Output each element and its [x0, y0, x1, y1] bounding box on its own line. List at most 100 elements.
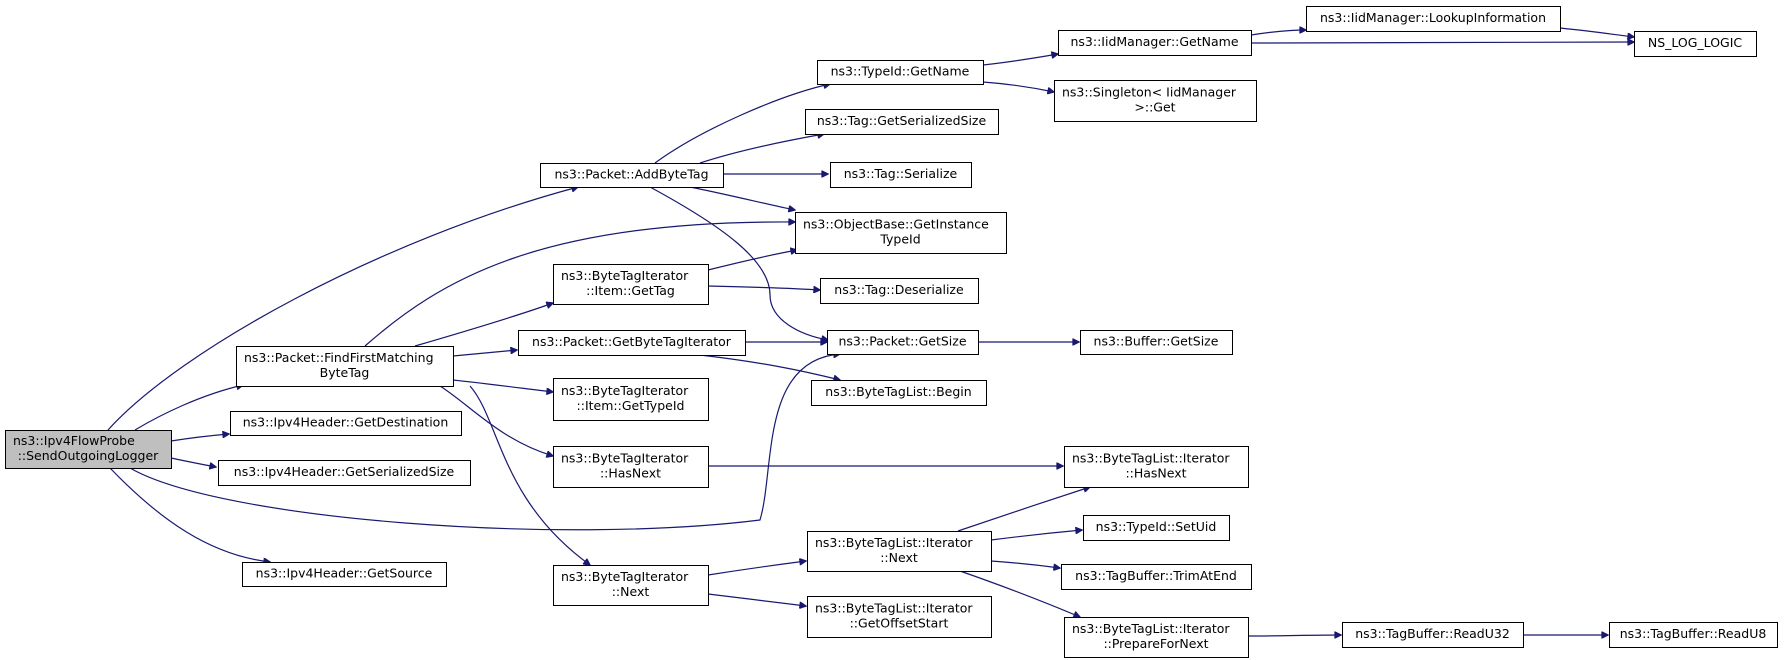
node-label: ns3::ByteTagIterator: [561, 569, 689, 584]
node-label: ::SendOutgoingLogger: [18, 448, 159, 463]
node-box: [1609, 622, 1778, 648]
node-tag_serialize[interactable]: ns3::Tag::Serialize: [830, 162, 972, 188]
edge-bti_next-to-btli_offset: [707, 593, 806, 606]
node-btli_offset[interactable]: ns3::ByteTagList::Iterator::GetOffsetSta…: [807, 596, 992, 638]
edge-findfirst-to-bti_hasnext: [439, 385, 553, 456]
node-label: ::HasNext: [600, 466, 661, 481]
node-label: ns3::Ipv4Header::GetSource: [256, 566, 433, 581]
edge-addbytetag-to-tag_getser: [699, 134, 824, 164]
edge-root-to-addbytetag: [107, 187, 578, 431]
edge-root-to-getsource: [109, 467, 270, 562]
edge-typeid_getname-to-iid_getname: [982, 54, 1058, 66]
node-label: ::PrepareForNext: [1103, 636, 1208, 651]
node-btli_prepare[interactable]: ns3::ByteTagList::Iterator::PrepareForNe…: [1064, 617, 1249, 658]
node-label: ns3::ByteTagList::Iterator: [815, 535, 973, 550]
node-label: ns3::TypeId::GetName: [831, 64, 970, 79]
node-singleton[interactable]: ns3::Singleton< IidManager>::Get: [1054, 80, 1257, 122]
edge-findfirst-to-bti_next: [469, 385, 590, 565]
node-label: ns3::IidManager::GetName: [1070, 34, 1238, 49]
node-btl_begin[interactable]: ns3::ByteTagList::Begin: [811, 380, 987, 406]
edge-getbytetagit-to-btl_begin: [699, 354, 840, 380]
node-label: ns3::Packet::AddByteTag: [554, 167, 708, 182]
node-getsersize[interactable]: ns3::Ipv4Header::GetSerializedSize: [218, 460, 471, 486]
node-btli_hasnext[interactable]: ns3::ByteTagList::Iterator::HasNext: [1064, 446, 1249, 488]
node-btli_next[interactable]: ns3::ByteTagList::Iterator::Next: [807, 531, 992, 572]
edge-iid_getname-to-iid_lookup: [1250, 30, 1306, 36]
edge-root-to-getsersize: [170, 457, 216, 467]
node-typeid_setuid[interactable]: ns3::TypeId::SetUid: [1083, 515, 1230, 541]
node-root[interactable]: ns3::Ipv4FlowProbe::SendOutgoingLogger: [5, 430, 172, 469]
node-box: [795, 212, 1007, 254]
node-box: [1342, 622, 1524, 648]
node-label: ns3::ByteTagIterator: [561, 383, 689, 398]
node-label: ByteTag: [320, 365, 370, 380]
edge-root-to-findfirst: [134, 385, 243, 431]
node-label: ns3::TagBuffer::ReadU8: [1620, 626, 1767, 641]
edge-btli_next-to-btli_hasnext: [957, 487, 1090, 532]
node-tagbuf_trim[interactable]: ns3::TagBuffer::TrimAtEnd: [1061, 564, 1252, 590]
node-box: [553, 446, 709, 488]
node-label: ns3::ByteTagList::Iterator: [1072, 451, 1230, 466]
node-box: [1080, 330, 1233, 355]
node-tagbuf_u8[interactable]: ns3::TagBuffer::ReadU8: [1609, 622, 1778, 648]
node-tag_getser[interactable]: ns3::Tag::GetSerializedSize: [805, 109, 999, 135]
node-label: NS_LOG_LOGIC: [1648, 35, 1743, 50]
node-getsource[interactable]: ns3::Ipv4Header::GetSource: [242, 562, 447, 587]
node-box: [1058, 30, 1252, 56]
node-label: ns3::Ipv4FlowProbe: [13, 433, 135, 448]
node-tag_deser[interactable]: ns3::Tag::Deserialize: [820, 278, 979, 304]
node-label: ns3::IidManager::LookupInformation: [1320, 10, 1546, 25]
node-typeid_getname[interactable]: ns3::TypeId::GetName: [817, 60, 984, 85]
edge-iid_getname-to-ns_log: [1250, 42, 1634, 43]
node-box: [553, 565, 709, 606]
node-getdest[interactable]: ns3::Ipv4Header::GetDestination: [230, 411, 462, 436]
node-item_gettag[interactable]: ns3::ByteTagIterator::Item::GetTag: [553, 264, 709, 305]
node-box: [805, 109, 999, 135]
edge-typeid_getname-to-singleton: [982, 81, 1054, 92]
node-item_gettypeid[interactable]: ns3::ByteTagIterator::Item::GetTypeId: [553, 378, 709, 421]
edge-addbytetag-to-pkt_getsize: [649, 186, 828, 340]
node-bti_hasnext[interactable]: ns3::ByteTagIterator::HasNext: [553, 446, 709, 488]
node-label: ns3::ByteTagIterator: [561, 451, 689, 466]
node-pkt_getsize[interactable]: ns3::Packet::GetSize: [827, 330, 979, 355]
edges-layer: [107, 27, 1634, 636]
node-bti_next[interactable]: ns3::ByteTagIterator::Next: [553, 565, 709, 606]
node-box: [817, 60, 984, 85]
node-label: ns3::Tag::Serialize: [844, 166, 958, 181]
node-label: ::Item::GetTypeId: [577, 398, 685, 413]
node-iid_lookup[interactable]: ns3::IidManager::LookupInformation: [1306, 6, 1561, 32]
edge-item_gettag-to-tag_deser: [707, 285, 820, 290]
node-label: ns3::TypeId::SetUid: [1096, 519, 1217, 534]
edge-root-to-pkt_getsize: [129, 354, 840, 531]
node-tagbuf_u32[interactable]: ns3::TagBuffer::ReadU32: [1342, 622, 1524, 648]
edge-iid_lookup-to-ns_log: [1559, 27, 1634, 37]
node-box: [242, 562, 447, 587]
nodes-layer: ns3::Ipv4FlowProbe::SendOutgoingLoggerns…: [5, 6, 1778, 658]
node-box: [553, 264, 709, 305]
node-label: ns3::Buffer::GetSize: [1094, 334, 1219, 349]
node-label: ns3::Singleton< IidManager: [1062, 85, 1237, 100]
node-label: ns3::ByteTagIterator: [561, 268, 689, 283]
node-box: [553, 378, 709, 421]
node-label: ns3::Ipv4Header::GetSerializedSize: [234, 464, 455, 479]
node-box: [236, 346, 454, 387]
node-box: [1306, 6, 1561, 32]
node-ns_log[interactable]: NS_LOG_LOGIC: [1634, 31, 1757, 57]
node-iid_getname[interactable]: ns3::IidManager::GetName: [1058, 30, 1252, 56]
node-label: ns3::Packet::GetSize: [838, 334, 966, 349]
edge-item_gettag-to-objbase: [707, 250, 797, 271]
node-box: [807, 531, 992, 572]
node-label: ns3::Packet::FindFirstMatching: [244, 350, 434, 365]
node-box: [1061, 564, 1252, 590]
node-box: [1634, 31, 1757, 57]
node-getbytetagit[interactable]: ns3::Packet::GetByteTagIterator: [518, 330, 746, 356]
node-box: [820, 278, 979, 304]
node-label: ::Next: [880, 550, 918, 565]
node-box: [230, 411, 462, 436]
node-addbytetag[interactable]: ns3::Packet::AddByteTag: [540, 163, 724, 188]
node-label: ns3::ByteTagList::Iterator: [1072, 621, 1230, 636]
node-buf_getsize[interactable]: ns3::Buffer::GetSize: [1080, 330, 1233, 355]
